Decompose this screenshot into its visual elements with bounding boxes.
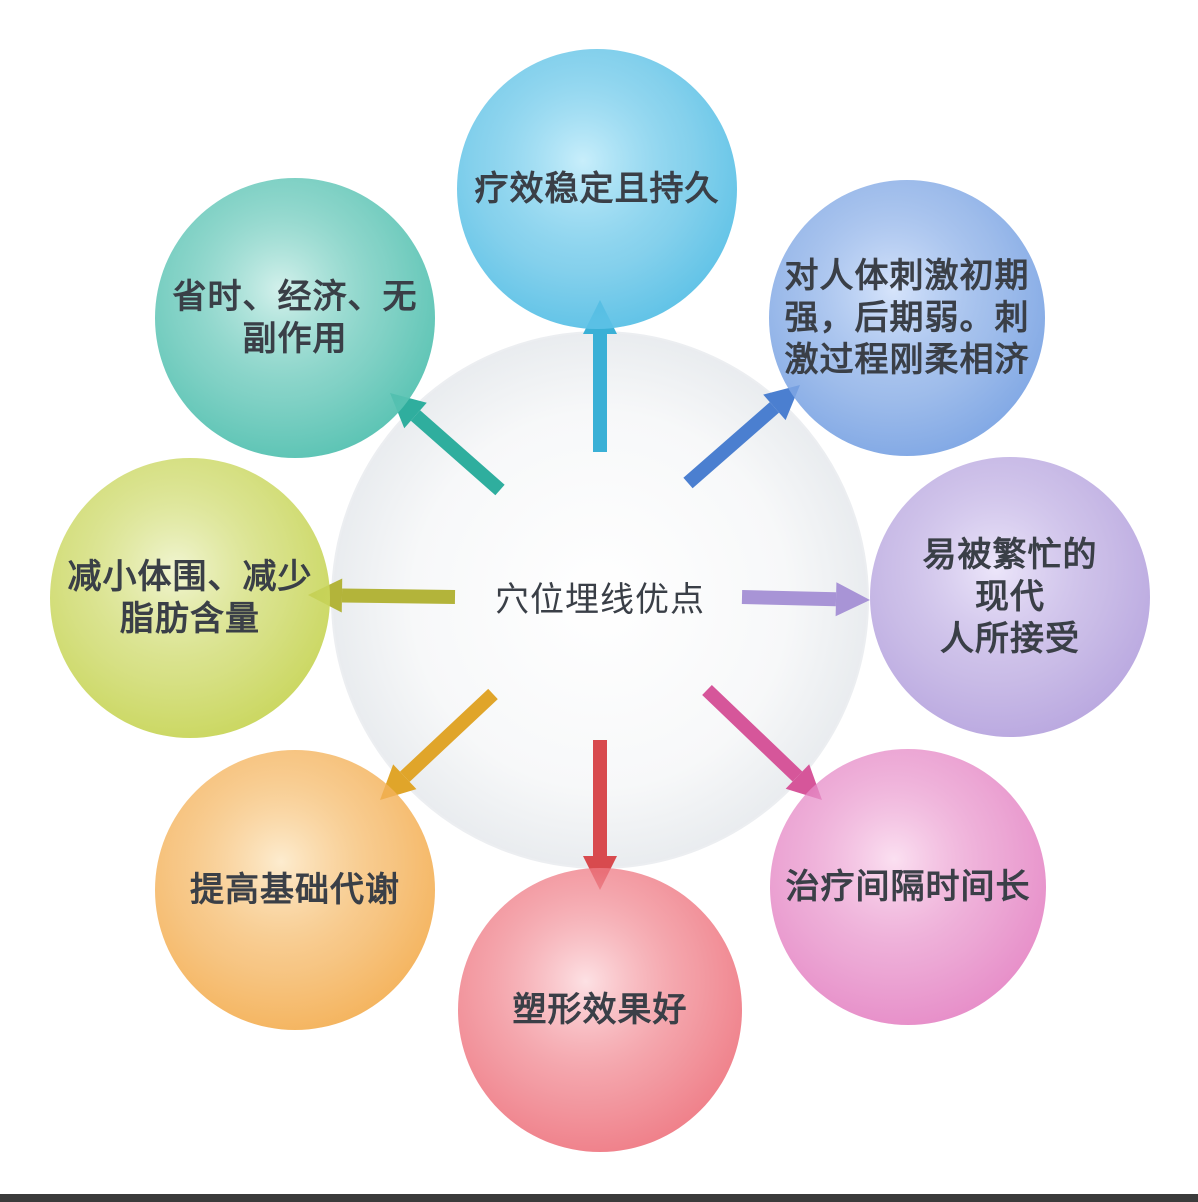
node-circle-3 (870, 457, 1150, 737)
node-label-1: 疗效稳定且持久 (474, 169, 720, 209)
node-circle-4 (770, 749, 1046, 1025)
node-label-6: 提高基础代谢 (190, 870, 400, 910)
node-label-7: 减小体围、减少 脂肪含量 (67, 557, 313, 639)
node-circle-1 (457, 49, 737, 329)
center-label: 穴位埋线优点 (495, 580, 705, 620)
bottom-divider (0, 1194, 1198, 1202)
node-circle-7 (50, 458, 330, 738)
node-circle-6 (155, 750, 435, 1030)
node-circle-8 (155, 178, 435, 458)
node-label-2: 对人体刺激初期 强，后期弱。刺 激过程刚柔相济 (784, 256, 1030, 380)
node-label-8: 省时、经济、无 副作用 (172, 277, 418, 359)
node-label-4: 治疗间隔时间长 (785, 867, 1031, 907)
node-circle-2 (769, 180, 1045, 456)
arrow-3 (741, 582, 870, 617)
arrow-2 (683, 385, 800, 489)
node-circle-5 (458, 868, 742, 1152)
node-label-5: 塑形效果好 (512, 990, 688, 1030)
node-label-3: 易被繁忙的现代 人所接受 (922, 535, 1098, 659)
